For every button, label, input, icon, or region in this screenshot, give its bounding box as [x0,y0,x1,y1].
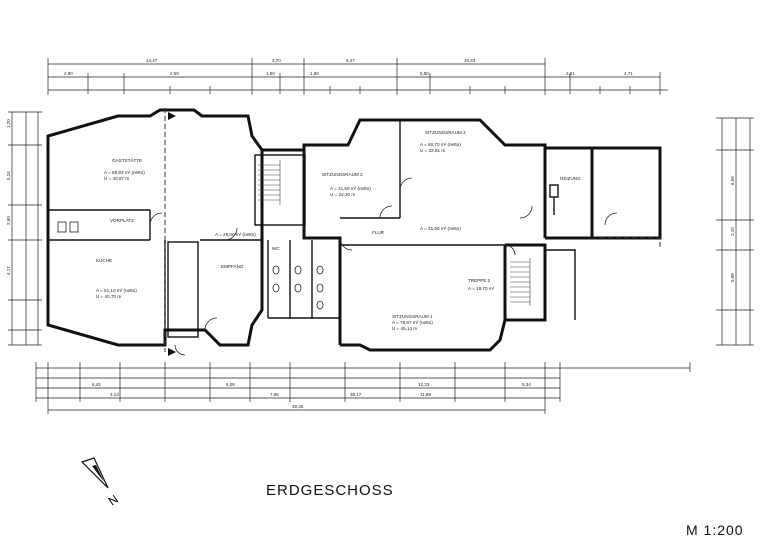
room-gaststaette: GASTSTÄTTE [112,157,142,163]
dim-top2-1: 2,90 [64,71,73,76]
section-line [164,108,176,356]
dim-overall: 39,35 [292,404,304,409]
dim-top2-6: 2,21 [566,71,575,76]
room-sitzungsraum3-area: A = 60,70 m² (netto) [420,142,461,147]
staircase-east [510,258,531,306]
bottom-dimension-chains: 6,42 6,08 12,33 5,34 3,13 7,65 11,88 39,… [35,362,691,414]
dim-bottom-5: 3,13 [110,392,119,397]
room-sitzungsraum2-u: U = 22,30 m [330,192,355,197]
dim-top-4: 10,43 [464,58,476,63]
wc-fixtures [57,221,324,310]
dim-top2-4: 1,80 [310,71,319,76]
dim-left-1: 5,24 [6,171,11,180]
room-gaststaette-u: U = 40,87 m [104,176,129,181]
room-wc: WC [272,246,280,251]
room-empfang: EMPFANG [221,264,244,269]
north-label: N [106,492,121,508]
dim-bottom-6: 7,65 [270,392,279,397]
dim-bottom-1: 6,42 [92,382,101,387]
dim-top2-7: 4,71 [624,71,633,76]
room-sitzungsraum1-u: U = 45,14 m [392,326,417,331]
room-sitzungsraum2: SITZUNGSRAUM 2 [322,172,363,177]
room-sitzungsraum3-u: U = 32,81 m [420,148,445,153]
room-heizung: HEIZUNG [560,176,581,181]
room-sitzungsraum1-area: A = 78,87 m² (netto) [392,320,433,325]
dim-top-2: 3,70 [272,58,281,63]
room-sitzungsraum3: SITZUNGSRAUM 3 [425,130,466,135]
room-treppe-area: A = 18,70 m² [468,286,495,291]
staircase-main [258,160,281,205]
right-dimension-chains: 6,56 5,08 2,10 [716,117,754,346]
dim-bottom-7: 11,88 [420,392,431,397]
top-dimension-chains: 14,47 3,70 6,47 10,43 2,90 2,50 1,50 1,8… [47,58,668,95]
plan-scale: M 1:200 [686,522,744,538]
dim-left-4: 2,60 [6,216,11,225]
room-kueche-u: U = 40,70 m [96,294,121,299]
terrace-outline [545,237,661,320]
dim-top2-2: 2,50 [170,71,179,76]
room-gaststaette-area: A = 55,93 m² (netto) [104,170,145,175]
outer-walls [46,108,662,352]
dim-right-2: 5,08 [730,273,735,282]
room-treppe: TREPPE 2 [468,278,491,283]
dim-bottom-2: 6,08 [226,382,235,387]
dim-bottom-3: 12,33 [418,382,430,387]
dim-right-3: 2,10 [730,227,735,236]
dim-top-3: 6,47 [346,58,355,63]
north-arrow-icon: N [80,457,121,508]
dim-bottom-4: 5,34 [522,382,531,387]
left-dimension-chains: 5,24 4,17 1,70 2,60 [6,111,42,346]
door-swings [149,177,618,356]
room-kueche-area: A = 51,10 m² (netto) [96,288,137,293]
room-labels: GASTSTÄTTE A = 55,93 m² (netto) U = 40,8… [96,130,581,331]
inner-walls [48,120,505,345]
dim-top2-5: 5,80 [420,71,429,76]
room-sitzungsraum1: SITZUNGSRAUM 1 [392,314,433,319]
room-kueche: KÜCHE [96,257,112,263]
dim-bottom-total: 38,17 [350,392,362,397]
dim-left-2: 4,17 [6,266,11,275]
room-vorplatz: VORPLATZ [110,218,134,223]
room-flur: FLUR [372,230,385,235]
room-flur-area: A = 31,60 m² (netto) [420,226,461,231]
room-sitzungsraum2-area: A = 31,50 m² (netto) [330,186,371,191]
heating-equipment [549,184,559,215]
dim-top2-3: 1,50 [266,71,275,76]
dim-left-3: 1,70 [6,119,11,128]
room-empfang-area: A = 29,00 m² (netto) [215,232,256,237]
dim-top-1: 14,47 [146,58,158,63]
plan-title: ERDGESCHOSS [266,482,394,499]
dim-right-1: 6,56 [730,176,735,185]
